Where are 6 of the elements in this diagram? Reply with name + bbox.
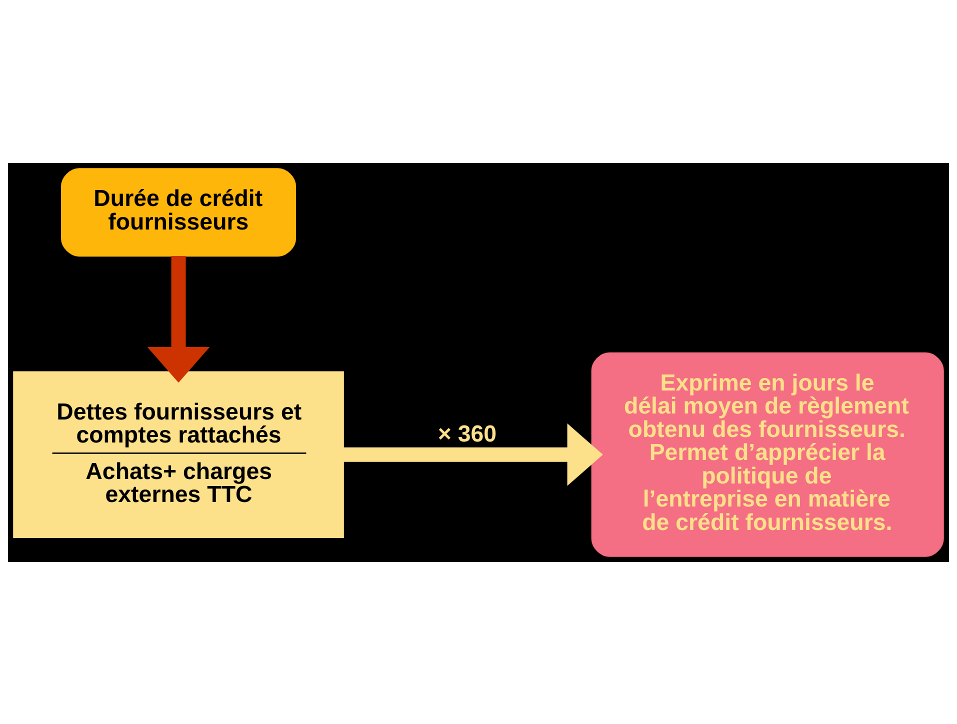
node-box: Dettes fournisseurs et comptes rattachés Achats+ charges externes TTC (13, 370, 344, 538)
arrow (343, 422, 603, 486)
node-box: Durée de crédit fournisseurs (61, 168, 296, 256)
edge-label: × 360 (438, 420, 497, 446)
node-box: Exprime en jours le délai moyen de règlement obtenu des fournisseurs. Permet d’apprécier la politique de l’entreprise en matière de crédit fournisseurs. (591, 352, 944, 556)
arrow (147, 256, 210, 382)
